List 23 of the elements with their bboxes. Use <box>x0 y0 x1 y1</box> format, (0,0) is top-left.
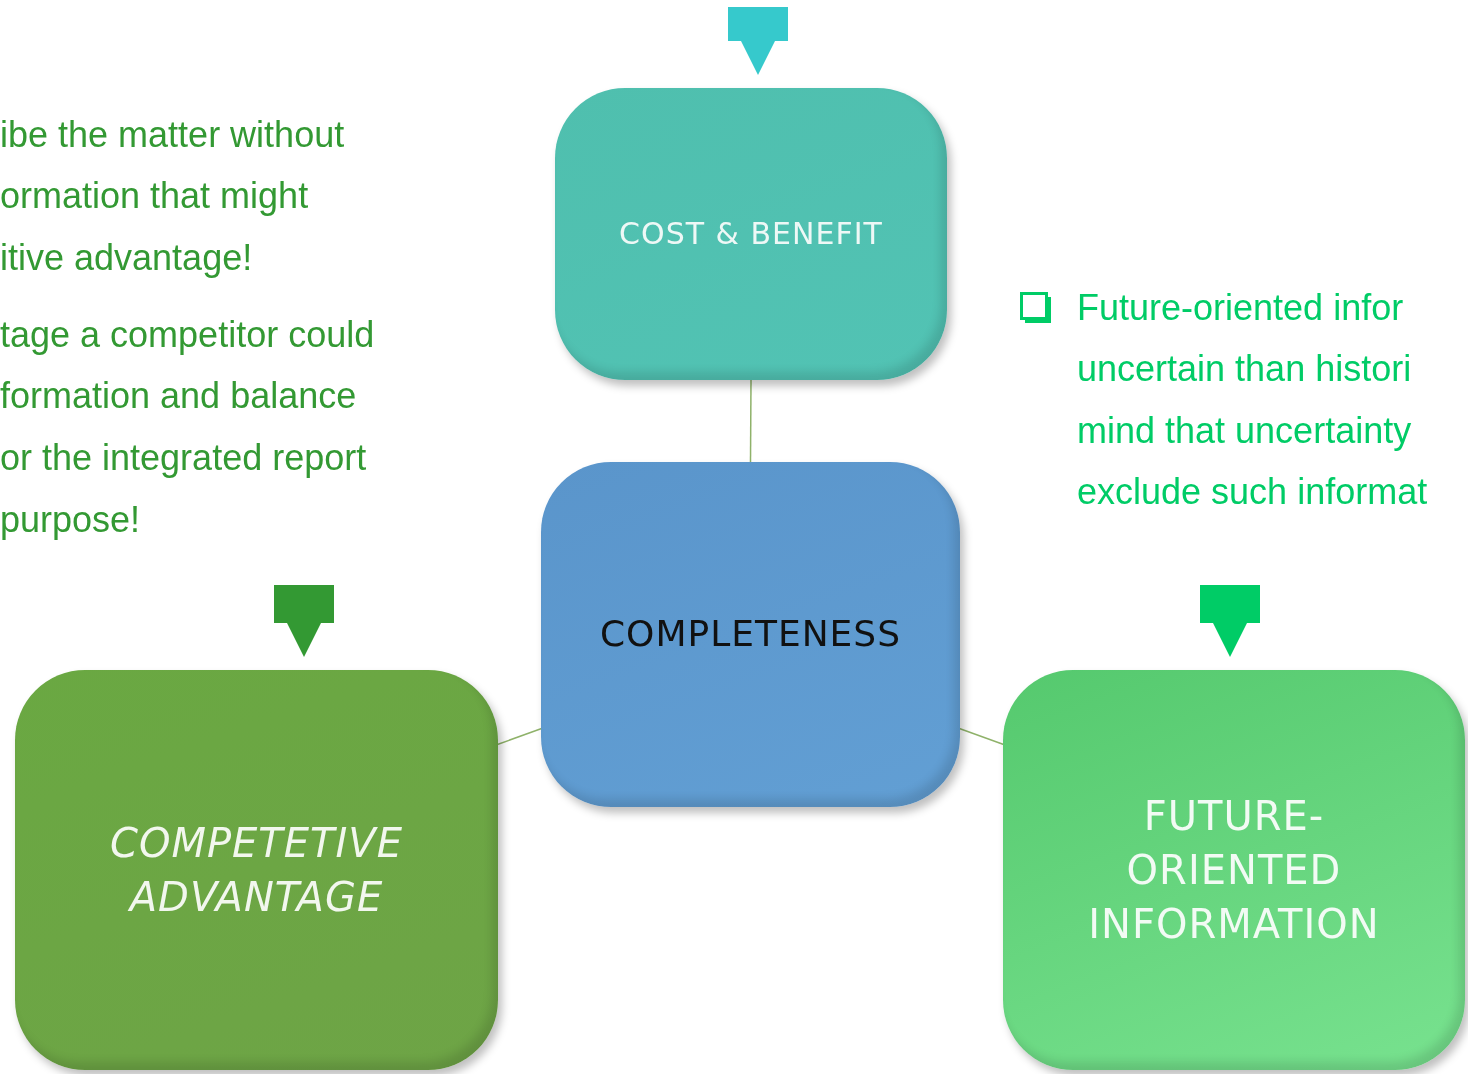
note-text: mind that uncertainty <box>1077 413 1412 449</box>
block-arrow <box>1200 585 1260 657</box>
note-text: tage a competitor could <box>0 317 375 353</box>
block-arrow <box>274 585 334 657</box>
note-text: formation and balance <box>0 378 357 414</box>
box-label: COMPLETENESS <box>599 612 902 657</box>
note-text: or the integrated report <box>0 440 367 476</box>
block-arrow <box>728 7 788 75</box>
box-label: FUTURE-ORIENTED INFORMATION <box>1087 792 1381 949</box>
note-text: purpose! <box>0 502 141 538</box>
rounded-box <box>1003 670 1465 1070</box>
rounded-box <box>555 88 947 380</box>
note-text: ormation that might <box>0 178 309 214</box>
note-text: exclude such informat <box>1077 474 1428 510</box>
note-text: uncertain than histori <box>1077 351 1412 387</box>
note-text: ibe the matter without <box>0 117 345 153</box>
rounded-box <box>15 670 498 1070</box>
note-text: itive advantage! <box>0 240 253 276</box>
box-label: COMPETETIVE ADVANTAGE <box>109 819 404 922</box>
box-label: COST & BENEFIT <box>619 214 883 253</box>
rounded-box <box>541 462 960 807</box>
note-text: Future-oriented infor <box>1077 290 1404 326</box>
connector-line <box>749 379 752 463</box>
